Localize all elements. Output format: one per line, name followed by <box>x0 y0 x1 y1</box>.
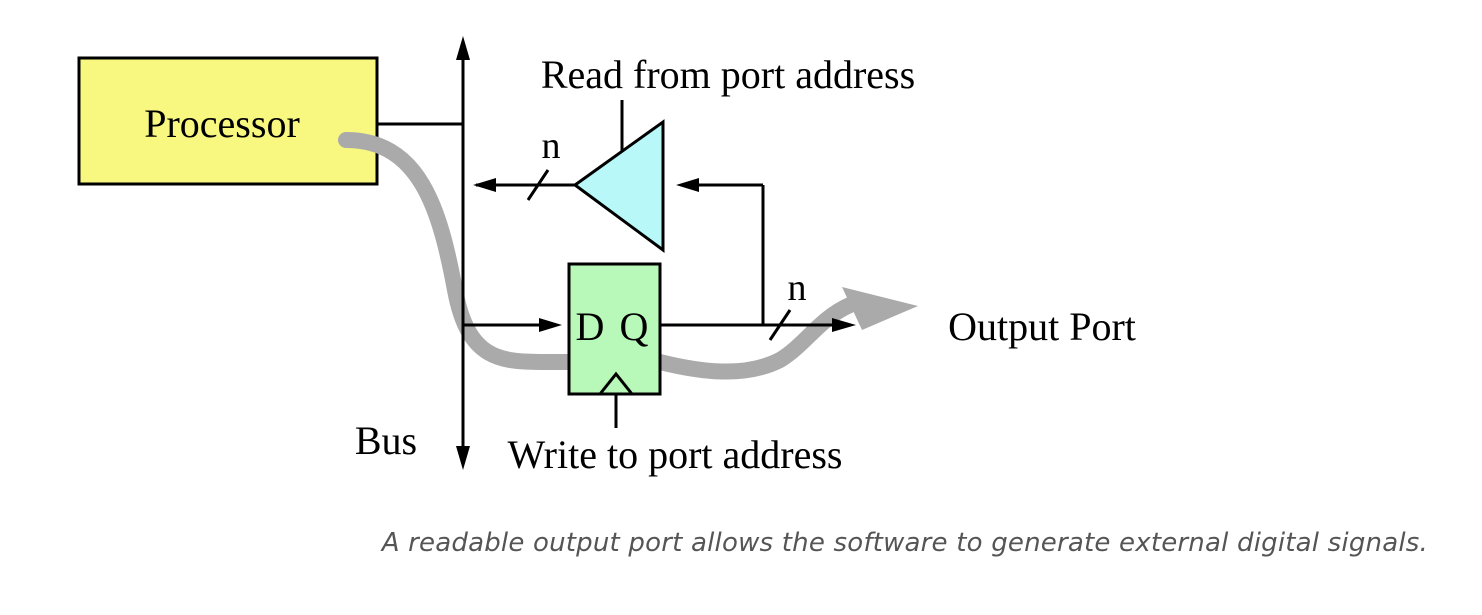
figure-caption: A readable output port allows the softwa… <box>381 528 1428 558</box>
flipflop-q-label: Q <box>620 304 649 349</box>
read-bus-width-slash <box>526 169 550 201</box>
bus-to-d-arrowhead <box>539 318 562 332</box>
read-label: Read from port address <box>541 52 915 97</box>
bus-arrow-down <box>456 446 470 470</box>
read-bus-width-label: n <box>542 125 561 167</box>
flipflop-d-label: D <box>576 304 605 349</box>
write-signal-path <box>338 132 858 380</box>
output-signal-arrowhead <box>842 287 918 330</box>
write-label: Write to port address <box>508 432 843 477</box>
tristate-buffer <box>572 119 665 253</box>
processor-box <box>77 56 379 186</box>
bus-arrow-up <box>456 36 470 60</box>
output-port-label: Output Port <box>948 304 1136 349</box>
q-output-arrowhead <box>832 318 856 332</box>
output-bus-width-label: n <box>788 267 807 309</box>
processor-label: Processor <box>144 101 300 146</box>
bus-label: Bus <box>355 418 417 463</box>
buffer-to-bus-arrowhead <box>473 178 496 192</box>
output-bus-width-slash <box>768 309 792 341</box>
feedback-arrowhead <box>676 178 699 192</box>
clock-triangle <box>598 371 634 395</box>
